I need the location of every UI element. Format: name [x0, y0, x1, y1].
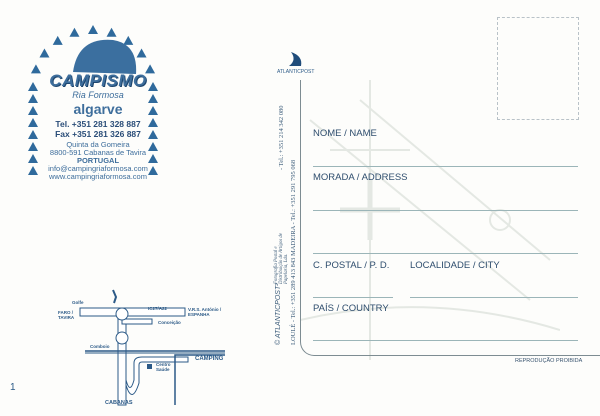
address-label: MORADA / ADDRESS — [313, 172, 408, 183]
name-field[interactable] — [313, 166, 578, 167]
postal-label: C. POSTAL / P. D. — [313, 260, 390, 271]
triangle-icon — [106, 27, 117, 37]
atlanticpost-wordmark: ATLANTICPOST — [277, 69, 315, 75]
map-label-faro: FARO / TAVIRA — [58, 310, 75, 320]
triangle-icon — [136, 48, 147, 58]
address-field-1[interactable] — [313, 210, 578, 211]
page-number: 1 — [10, 382, 16, 393]
address-line-2: 8800-591 Cabanas de Tavira — [49, 148, 147, 157]
map-label-rail: Comboio — [90, 344, 110, 349]
map-label-highway: IC27/A22 — [148, 306, 168, 311]
triangle-icon — [145, 64, 156, 74]
postal-field[interactable] — [313, 297, 393, 298]
triangle-icon — [148, 166, 158, 175]
map-label-conceicao: Conceição — [158, 320, 181, 325]
map-label-health: Centro Saúde — [156, 362, 171, 372]
country: PORTUGAL — [76, 156, 120, 165]
address-line-1: Quinta da Gomeira — [66, 140, 130, 149]
triangle-icon — [52, 35, 63, 45]
triangle-icon — [39, 48, 50, 58]
triangle-icon — [148, 142, 158, 151]
country-label: PAÍS / COUNTRY — [313, 303, 389, 314]
phone: Tel. +351 281 328 887 — [55, 119, 141, 129]
atlanticpost-logo — [289, 52, 302, 66]
logo-emblem — [73, 39, 137, 74]
logo-brand: CAMPISMO — [49, 71, 147, 90]
golf-icon — [112, 289, 118, 304]
triangle-icon — [69, 27, 80, 37]
triangle-icon — [148, 106, 158, 115]
location-map — [79, 289, 225, 406]
triangle-icon — [123, 35, 134, 45]
city-field[interactable] — [410, 297, 578, 298]
address-field-2[interactable] — [313, 253, 578, 254]
publisher-phones: LOULÉ - Tel.: +351 289 413 843 MADEIRA -… — [290, 159, 297, 345]
triangle-icon — [88, 25, 98, 34]
hospital-icon — [147, 364, 152, 369]
map-label-vrs: V.R.S. António / ESPANHA — [188, 307, 222, 317]
triangle-icon — [148, 130, 158, 139]
triangle-icon — [30, 64, 41, 74]
website-link[interactable]: www.campingriaformosa.com — [49, 172, 147, 181]
logo-region: algarve — [73, 101, 123, 117]
map-label-golf: Golfe — [72, 300, 84, 305]
publisher-description: Fotografia Postal e Distribuição de Arti… — [274, 233, 289, 284]
triangle-icon — [148, 118, 158, 127]
country-field[interactable] — [313, 340, 578, 341]
triangle-icon — [28, 166, 38, 175]
address-frame — [300, 80, 600, 356]
publisher-phone-lisboa: - Tel.: +351 214 342 080 — [278, 105, 285, 170]
logo-sub: Ria Formosa — [72, 90, 124, 100]
triangle-icon — [148, 94, 158, 103]
triangle-icon — [28, 130, 38, 139]
triangle-icon — [28, 118, 38, 127]
triangle-icon — [28, 154, 38, 163]
email-link[interactable]: info@campingriaformosa.com — [48, 164, 148, 173]
triangle-icon — [28, 82, 38, 91]
fax: Fax +351 281 326 887 — [55, 129, 141, 139]
map-label-cabanas: CABANAS — [105, 400, 133, 406]
triangle-icon — [148, 82, 158, 91]
triangle-icon — [148, 154, 158, 163]
name-label: NOME / NAME — [313, 128, 377, 139]
map-label-camping: CAMPING — [195, 356, 224, 362]
logo-triangles — [28, 25, 158, 175]
triangle-icon — [28, 142, 38, 151]
reproduction-notice: REPRODUÇÃO PROIBIDA — [515, 358, 583, 364]
publisher-copyright: © ATLANTICPOST² — [275, 283, 282, 345]
stamp-box — [497, 17, 579, 120]
triangle-icon — [28, 94, 38, 103]
city-label: LOCALIDADE / CITY — [410, 260, 500, 271]
triangle-icon — [28, 106, 38, 115]
